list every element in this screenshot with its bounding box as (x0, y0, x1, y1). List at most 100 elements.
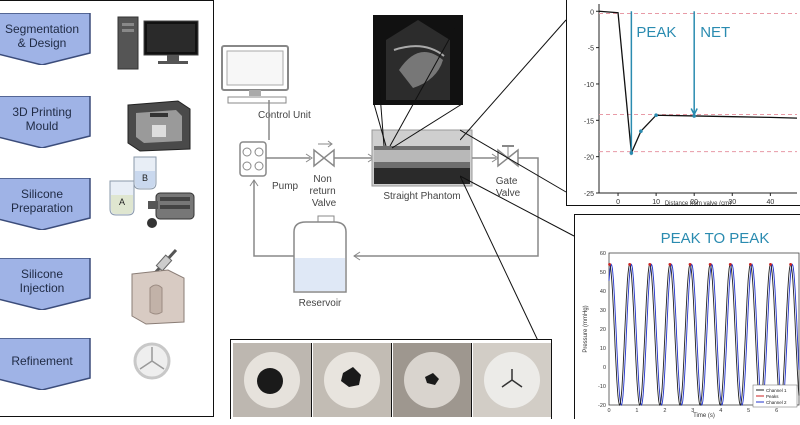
x-axis-label: Distance from valve (cm) (665, 201, 731, 206)
beaker-b-label: B (142, 173, 148, 183)
step-label: 3D Printing Mould (12, 105, 72, 133)
control-unit-label: Control Unit (258, 110, 311, 121)
x-tick-label: 1 (635, 408, 638, 414)
valve-photo-2 (313, 343, 392, 417)
gate-valve-label-line: Gate (496, 176, 518, 187)
non-return-valve-label: Non return Valve (310, 174, 339, 209)
y-tick-label: -20 (598, 403, 606, 409)
x-tick-label: 3 (691, 408, 694, 414)
chart1-svg: 0 -5 -10 -15 -20 -25 0 10 20 30 40 Distance from va… (584, 4, 798, 207)
non-return-valve-label-line: Non (313, 174, 331, 185)
peak-marker (789, 263, 793, 266)
valve-photo-3 (393, 343, 472, 417)
x-tick-label: 30 (728, 199, 736, 206)
pump-label: Pump (272, 181, 299, 192)
peak-marker (648, 263, 652, 266)
step-refinement: Refinement (0, 338, 96, 390)
x-tick-label: 40 (766, 199, 774, 206)
y-tick-label: -10 (598, 384, 606, 390)
peak-marker (628, 263, 632, 266)
y-tick-label: 20 (600, 327, 606, 333)
valve-photo-1 (233, 343, 312, 417)
net-annotation: NET (700, 24, 730, 41)
data-point (639, 129, 643, 134)
chart-title: PEAK TO PEAK (661, 230, 770, 247)
peak-marker (748, 263, 752, 266)
y-tick-label: 60 (600, 251, 606, 257)
step-label: Refinement (11, 354, 73, 368)
connector-line (460, 129, 567, 193)
step-label: Silicone Preparation (10, 187, 74, 215)
y-tick-label: -10 (584, 82, 594, 89)
plot-frame (608, 252, 800, 406)
y-tick-label: 10 (600, 346, 606, 352)
connector-line (460, 175, 541, 345)
pump-icon (239, 141, 267, 177)
y-tick-label: 0 (603, 365, 606, 371)
y-tick-label: -25 (584, 191, 594, 198)
x-tick-label: 0 (607, 408, 610, 414)
x-tick-label: 6 (775, 408, 778, 414)
connector-line (460, 175, 575, 237)
beakers-pump-icon: B A (109, 156, 195, 228)
net-arrow-head (690, 108, 698, 117)
phantom-label: Straight Phantom (383, 191, 460, 202)
syringe-mould-icon (131, 248, 185, 325)
reservoir-icon (293, 215, 347, 293)
step-3d-printing: 3D Printing Mould (0, 96, 96, 148)
x-tick-label: 2 (663, 408, 666, 414)
legend-label: Channel 1 (766, 388, 787, 393)
x-tick-label: 5 (747, 408, 750, 414)
reservoir-label: Reservoir (299, 298, 342, 309)
flow-circuit-diagram: Control Unit Pump Non return Valve Strai… (221, 15, 539, 309)
data-point (654, 113, 658, 118)
fabrication-steps-panel: Segmentation & Design 3D Printing Mould … (0, 0, 214, 417)
step-label: Segmentation & Design (4, 22, 80, 50)
connector-lines (460, 19, 575, 345)
series-line (598, 10, 798, 156)
peak-marker (769, 263, 772, 266)
pressure-distance-chart: 0 -5 -10 -15 -20 -25 0 10 20 30 40 Distance from va… (566, 0, 800, 207)
peak-marker (708, 263, 712, 266)
valve-photos-panel (230, 339, 552, 419)
beaker-a-label: A (119, 197, 125, 207)
y-tick-label: -5 (588, 46, 594, 53)
peak-annotation: PEAK (636, 24, 676, 41)
y-tick-label: 0 (590, 9, 594, 16)
gate-valve-label-line: Valve (496, 188, 521, 199)
step-label: Silicone Injection (19, 267, 65, 295)
step-arrow-shape (0, 13, 91, 65)
x-tick-label: 0 (616, 199, 620, 206)
non-return-valve-label-line: return (310, 186, 336, 197)
non-return-valve-icon (313, 140, 335, 168)
y-tick-label: -15 (584, 118, 594, 125)
y-tick-label: 50 (600, 270, 606, 276)
peak-marker (688, 263, 692, 266)
valve-photo-4 (473, 343, 551, 417)
data-point (629, 151, 634, 155)
series-channel-1 (608, 263, 800, 407)
ultrasound-image (373, 15, 463, 105)
step-silicone-injection: Silicone Injection (0, 258, 96, 310)
step-segmentation: Segmentation & Design (0, 13, 96, 65)
computer-icon (117, 16, 199, 70)
printer-3d-icon (127, 100, 191, 152)
peak-marker (608, 263, 611, 266)
x-tick-label: 4 (719, 408, 722, 414)
x-tick-label: 20 (690, 199, 698, 206)
y-tick-label: -20 (584, 155, 594, 162)
x-tick-label: 10 (652, 199, 660, 206)
legend-label: Peaks (766, 394, 779, 399)
peak-marker (668, 263, 672, 266)
y-axis-label: Pressure (mmHg) (583, 305, 589, 352)
peak-marker (728, 263, 732, 266)
valve-icon (133, 342, 171, 380)
control-unit-icon (221, 45, 289, 104)
non-return-valve-label-line: Valve (312, 198, 337, 209)
y-tick-label: 40 (600, 289, 606, 295)
legend-label: Channel 2 (766, 400, 787, 405)
step-silicone-preparation: Silicone Preparation (0, 178, 96, 230)
x-axis-label: Time (s) (693, 413, 715, 419)
